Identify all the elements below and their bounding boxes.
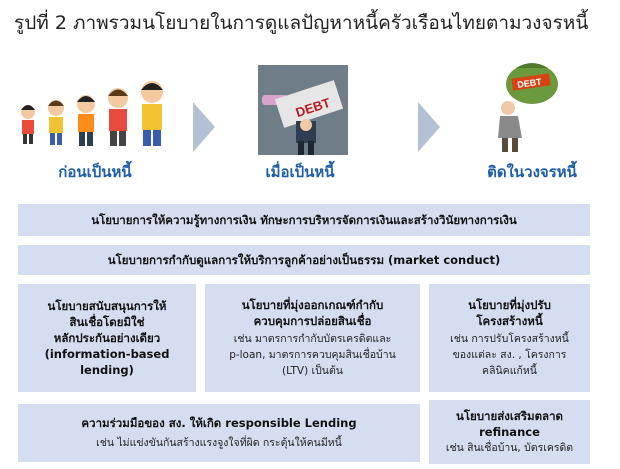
policy-note-line: (LTV) เป็นต้น	[282, 365, 343, 377]
debt-bag-text: DEBT	[517, 77, 543, 90]
policy-responsible-lending: ความร่วมมือของ สง. ให้เกิด responsible L…	[18, 404, 420, 462]
policy-note-line: เช่น การปรับโครงสร้างหนี้	[450, 333, 569, 345]
policy-note-line: เช่น ไม่แข่งขันกันสร้างแรงจูงใจที่ผิด กร…	[96, 437, 342, 449]
policy-market-conduct: นโยบายการกำกับดูแลการให้บริการลูกค้าอย่า…	[18, 245, 590, 275]
debt-burden-illustration: DEBT	[258, 65, 348, 155]
policy-note-line: เช่น สินเชื่อบ้าน, บัตรเครดิต	[445, 442, 574, 454]
child-figure	[108, 88, 128, 146]
chevron-right-icon	[418, 102, 440, 152]
policy-title-line: นโยบายที่มุ่งปรับ	[468, 298, 551, 312]
child-figure	[77, 95, 95, 146]
policy-title-line: refinance	[479, 425, 540, 439]
child-figure	[21, 105, 35, 144]
family-illustration	[21, 81, 163, 146]
policy-financial-literacy-text: นโยบายการให้ความรู้ทางการเงิน ทักษะการบร…	[91, 213, 517, 227]
policy-text-line: นโยบายสนับสนุนการให้	[47, 299, 167, 313]
policy-note-line: เช่น มาตรการกำกับบัตรเครดิตและ	[233, 333, 392, 345]
policy-text-line: (information-based	[44, 347, 170, 361]
stage-before-debt: ก่อนเป็นหนี้	[58, 163, 132, 181]
policy-refinance-market: นโยบายส่งเสริมตลาด refinance เช่น สินเชื…	[429, 400, 590, 464]
policy-text-line: lending)	[80, 363, 134, 377]
policy-market-conduct-text: นโยบายการกำกับดูแลการให้บริการลูกค้าอย่า…	[107, 253, 501, 267]
policy-debt-restructuring: นโยบายที่มุ่งปรับ โครงสร้างหนี้ เช่น การ…	[429, 284, 590, 392]
chevron-right-icon	[193, 102, 215, 152]
child-figure	[141, 81, 163, 146]
policy-text-line: สินเชื่อโดยมิใช่	[69, 315, 145, 329]
debt-trap-illustration: DEBT	[498, 63, 558, 152]
policy-information-based-lending: นโยบายสนับสนุนการให้ สินเชื่อโดยมิใช่ หล…	[18, 284, 196, 392]
policy-title-line: นโยบายที่มุ่งออกเกณฑ์กำกับ	[241, 298, 384, 312]
policy-financial-literacy: นโยบายการให้ความรู้ทางการเงิน ทักษะการบร…	[18, 204, 590, 236]
stage-debt-cycle: ติดในวงจรหนี้	[487, 163, 577, 181]
policy-note-line: ของแต่ละ สง. , โครงการ	[452, 349, 567, 361]
stage-in-debt: เมื่อเป็นหนี้	[265, 163, 335, 181]
policy-title-line: ควบคุมการปล่อยสินเชื่อ	[253, 314, 372, 328]
child-figure	[48, 100, 64, 145]
policy-note-line: คลินิคแก้หนี้	[482, 365, 537, 377]
figure-title: รูปที่ 2 ภาพรวมนโยบายในการดูแลปัญหาหนี้ค…	[14, 12, 589, 34]
policy-lending-regulation: นโยบายที่มุ่งออกเกณฑ์กำกับ ควบคุมการปล่อ…	[205, 284, 420, 392]
policy-title-line: โครงสร้างหนี้	[476, 314, 543, 328]
policy-title-line: นโยบายส่งเสริมตลาด	[455, 409, 564, 423]
policy-title-line: ความร่วมมือของ สง. ให้เกิด responsible L…	[81, 416, 357, 430]
policy-note-line: p-loan, มาตรการควบคุมสินเชื่อบ้าน	[229, 349, 396, 361]
policy-text-line: หลักประกันอย่างเดียว	[53, 331, 161, 345]
